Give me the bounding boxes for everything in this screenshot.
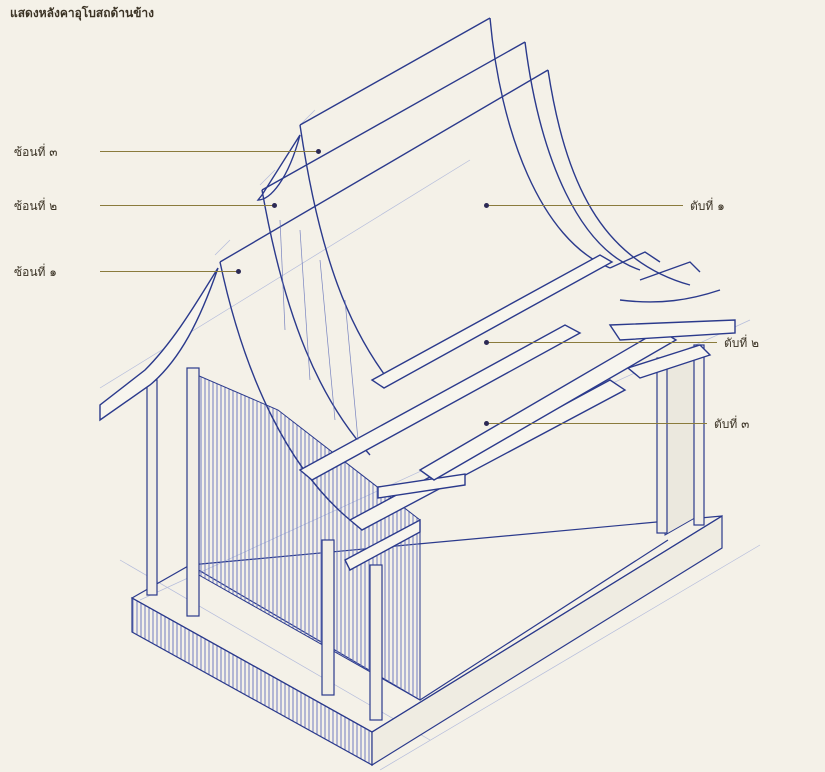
label-tab-2: ตับที่ ๒ (724, 336, 760, 350)
columns (146, 344, 705, 721)
leader-line-right-1 (487, 205, 683, 206)
label-sorn-2: ซ้อนที่ ๒ (14, 199, 58, 213)
label-tab-1: ตับที่ ๑ (690, 199, 725, 213)
label-sorn-1: ซ้อนที่ ๑ (14, 265, 57, 279)
leader-line-left-3 (100, 271, 238, 272)
leader-line-left-1 (100, 151, 318, 152)
leader-dot-left-3 (236, 269, 241, 274)
roof-slopes (219, 17, 736, 571)
leader-dot-left-1 (316, 149, 321, 154)
leader-line-left-2 (100, 205, 274, 206)
leader-dot-right-2 (484, 340, 489, 345)
label-tab-3: ตับที่ ๓ (714, 417, 750, 431)
leader-dot-right-3 (484, 421, 489, 426)
roof-hatching (279, 219, 359, 441)
label-sorn-3: ซ้อนที่ ๓ (14, 145, 58, 159)
leader-dot-right-1 (484, 203, 489, 208)
leader-line-right-3 (487, 423, 707, 424)
leader-dot-left-2 (272, 203, 277, 208)
caption: แสดงหลังคาอุโบสถด้านข้าง (10, 6, 154, 20)
leader-line-right-2 (487, 342, 717, 343)
